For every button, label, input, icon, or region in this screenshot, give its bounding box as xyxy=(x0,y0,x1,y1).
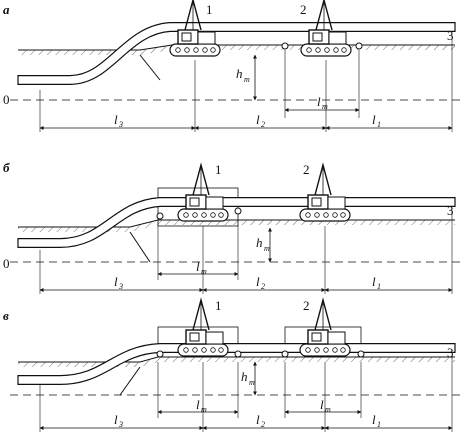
dim-sub-lt-2: т xyxy=(325,405,331,414)
dim-label-l3: l xyxy=(114,274,118,289)
dim-sub-l2: 2 xyxy=(261,120,265,129)
ground-hatch xyxy=(18,357,455,367)
dim-label-l2: l xyxy=(256,112,260,127)
panel-letter: а xyxy=(3,2,10,17)
label-pipe-end: 3 xyxy=(447,28,454,43)
dim-sub-lt: т xyxy=(322,102,328,111)
dim-sub-l3: 3 xyxy=(118,282,123,291)
panel-c: в h т l т l т xyxy=(3,298,460,432)
height-label: h xyxy=(256,235,263,250)
roller-support xyxy=(156,212,164,220)
dim-label-l1: l xyxy=(372,112,376,127)
ground-hatch xyxy=(18,45,455,55)
dim-sub-l3: 3 xyxy=(118,420,123,429)
trench-slope xyxy=(119,366,141,396)
panel-letter: в xyxy=(3,308,9,323)
label-origin: 0 xyxy=(3,92,10,107)
label-pipe-end: 3 xyxy=(447,345,454,360)
label-machine-1: 1 xyxy=(206,2,213,17)
height-sub: т xyxy=(249,378,255,387)
roller-support xyxy=(281,350,289,358)
height-label: h xyxy=(236,66,243,81)
roller-support xyxy=(355,42,363,50)
dim-label-l2: l xyxy=(256,274,260,289)
dim-label-lt-2: l xyxy=(320,397,324,412)
work-zone-frame-1 xyxy=(157,326,239,358)
trench-slope xyxy=(139,54,161,81)
roller-support xyxy=(281,42,289,50)
dim-sub-l1: 1 xyxy=(377,282,381,291)
pipeline-core xyxy=(18,198,455,247)
pipeline-core xyxy=(18,344,455,384)
panel-b: б h т l т l 3 l 2 l 1 1 xyxy=(3,160,460,294)
dim-label-l2: l xyxy=(256,412,260,427)
dim-sub-l3: 3 xyxy=(118,120,123,129)
dim-label-l1: l xyxy=(372,274,376,289)
height-sub: т xyxy=(244,75,250,84)
roller-support xyxy=(234,207,242,215)
trench-slope xyxy=(129,231,151,263)
label-machine-2: 2 xyxy=(303,298,310,313)
label-machine-2: 2 xyxy=(300,2,307,17)
ground-hatch xyxy=(18,220,455,232)
roller-support xyxy=(156,350,164,358)
dim-label-l3: l xyxy=(114,112,118,127)
height-sub: т xyxy=(264,244,270,253)
dim-sub-l2: 2 xyxy=(261,420,265,429)
label-machine-2: 2 xyxy=(303,162,310,177)
height-label: h xyxy=(241,369,248,384)
dim-sub-l2: 2 xyxy=(261,282,265,291)
label-machine-1: 1 xyxy=(215,298,222,313)
roller-support xyxy=(234,350,242,358)
dim-sub-lt: т xyxy=(201,267,207,276)
label-machine-1: 1 xyxy=(215,162,222,177)
dim-sub-lt-1: т xyxy=(201,405,207,414)
dim-label-lt-1: l xyxy=(196,397,200,412)
dim-sub-l1: 1 xyxy=(377,420,381,429)
dim-label-lt: l xyxy=(196,259,200,274)
label-origin: 0 xyxy=(3,256,10,271)
label-pipe-end: 3 xyxy=(447,203,454,218)
panel-a: а h т l 3 l 2 l т l 1 1 2 xyxy=(3,0,460,132)
pipeline-core xyxy=(18,23,455,84)
dim-label-l3: l xyxy=(114,412,118,427)
roller-support xyxy=(357,350,365,358)
dim-label-l1: l xyxy=(372,412,376,427)
dim-sub-l1: 1 xyxy=(377,120,381,129)
dim-label-lt: l xyxy=(317,94,321,109)
panel-letter: б xyxy=(3,160,10,175)
